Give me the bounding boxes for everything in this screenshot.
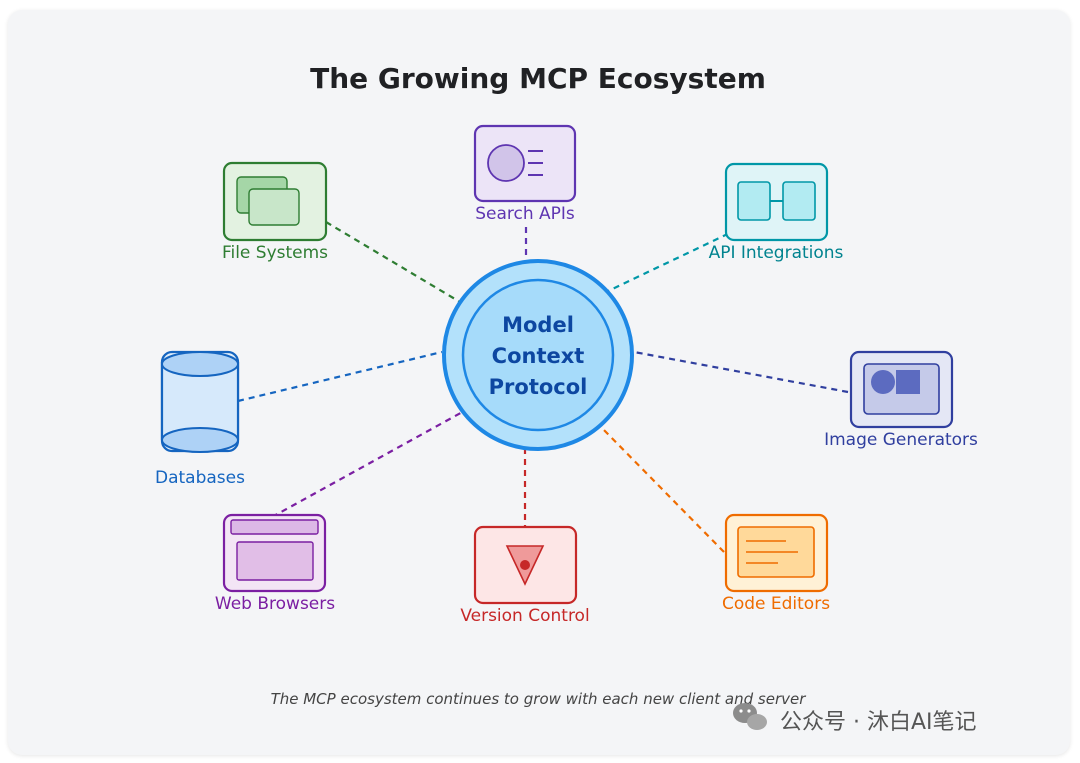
hub-line-model: Model — [502, 313, 574, 337]
node-api-integrations[interactable]: API Integrations — [709, 162, 844, 263]
connector-file-systems — [325, 221, 461, 303]
connector-databases — [237, 350, 443, 403]
label-version-control: Version Control — [460, 606, 589, 626]
browser-window-icon — [230, 519, 319, 581]
node-image-generators[interactable]: Image Generators — [824, 350, 978, 450]
diagram-caption: The MCP ecosystem continues to grow with… — [271, 690, 807, 708]
image-icon — [863, 363, 940, 415]
database-icon — [160, 350, 240, 453]
label-image-generators: Image Generators — [824, 430, 978, 450]
connector-code-editors — [599, 425, 725, 553]
wechat-icon — [733, 703, 767, 730]
connector-api-integrations — [605, 209, 779, 293]
node-version-control[interactable]: Version Control — [460, 525, 590, 626]
mcp-hub[interactable]: Model Context Protocol — [442, 259, 634, 451]
diagram-title: The Growing MCP Ecosystem — [310, 62, 766, 95]
node-web-browsers[interactable]: Web Browsers — [215, 513, 335, 614]
version-branch-icon — [505, 545, 545, 586]
code-editor-icon — [737, 526, 815, 578]
watermark: 公众号 · 沐白AI笔记 — [733, 703, 977, 735]
folder-icon — [236, 176, 300, 226]
label-databases: Databases — [155, 468, 245, 488]
search-icon — [487, 144, 543, 182]
label-code-editors: Code Editors — [722, 594, 830, 614]
hub-line-context: Context — [492, 344, 585, 368]
connector-image-generators — [633, 350, 849, 394]
watermark-text: 公众号 · 沐白AI笔记 — [780, 710, 977, 735]
node-code-editors[interactable]: Code Editors — [722, 513, 830, 614]
label-web-browsers: Web Browsers — [215, 594, 335, 614]
connection-icon — [737, 181, 816, 221]
label-search-apis: Search APIs — [475, 204, 575, 224]
hub-line-protocol: Protocol — [489, 375, 588, 399]
node-databases[interactable]: Databases — [155, 350, 245, 488]
connector-web-browsers — [271, 409, 467, 518]
label-file-systems: File Systems — [222, 243, 328, 263]
node-file-systems[interactable]: File Systems — [222, 161, 328, 263]
node-search-apis[interactable]: Search APIs — [473, 124, 577, 224]
label-api-integrations: API Integrations — [709, 243, 844, 263]
connectors — [237, 209, 849, 553]
